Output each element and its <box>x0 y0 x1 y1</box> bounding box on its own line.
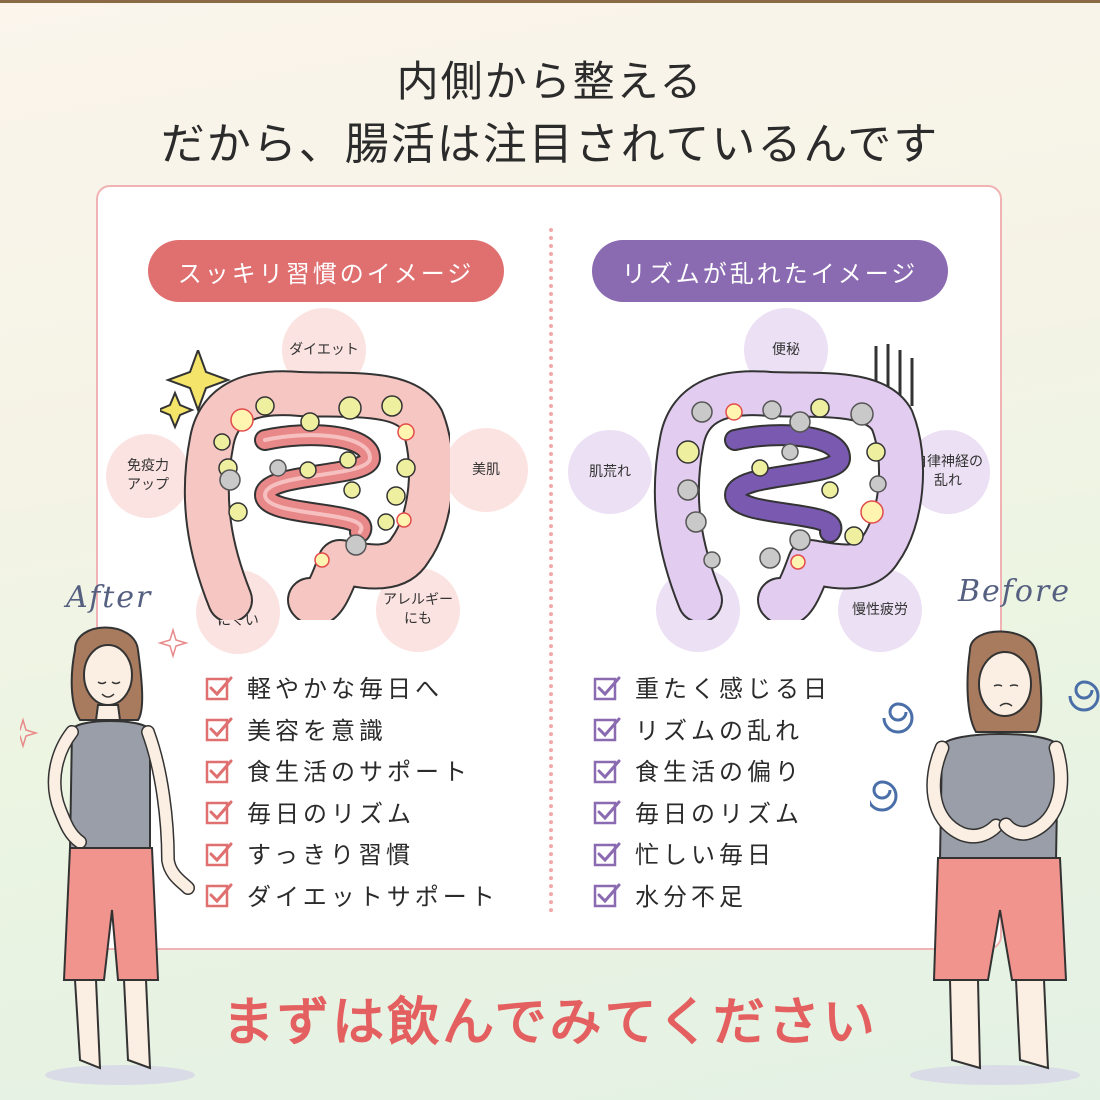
bubble-label: 免疫力 アップ <box>127 458 169 493</box>
bubble-label: アレルギー にも <box>383 592 453 627</box>
dotted-divider <box>549 228 553 913</box>
list-item-text: 食生活の偏り <box>635 758 803 787</box>
headline-line-1: 内側から整える <box>396 57 704 106</box>
list-item: 軽やかな毎日へ <box>205 666 499 708</box>
list-item-text: 毎日のリズム <box>247 799 415 828</box>
sparkle-icon <box>157 627 189 659</box>
checkbox-checked-icon <box>205 759 233 783</box>
list-item-text: 毎日のリズム <box>635 799 803 828</box>
list-item: すっきり習慣 <box>205 832 499 874</box>
sparkle-icon <box>160 390 195 430</box>
bubble-label: ダイエット <box>289 341 359 358</box>
top-border <box>0 0 1100 3</box>
checkbox-checked-icon <box>205 676 233 700</box>
bubble-skin-trouble: 肌荒れ <box>568 430 652 514</box>
bubble-skin: 美肌 <box>444 428 528 512</box>
list-item-text: 軽やかな毎日へ <box>247 675 443 704</box>
list-item: 毎日のリズム <box>205 791 499 833</box>
list-item: 食生活の偏り <box>593 749 831 791</box>
dizzy-swirl-icon <box>870 680 1100 812</box>
bubble-label: 肌荒れ <box>589 463 631 480</box>
checkbox-checked-icon <box>593 759 621 783</box>
after-label: After <box>66 580 153 615</box>
bubble-label: 美肌 <box>472 461 500 478</box>
list-item-text: 重たく感じる日 <box>635 675 831 704</box>
checkbox-checked-icon <box>205 842 233 866</box>
list-item-text: 忙しい毎日 <box>635 841 775 870</box>
healthy-intestine-illustration <box>160 350 450 620</box>
checkbox-checked-icon <box>593 676 621 700</box>
bubble-immunity: 免疫力 アップ <box>106 434 190 518</box>
checkbox-checked-icon <box>593 842 621 866</box>
checkbox-checked-icon <box>205 883 233 908</box>
bubble-label: 慢性疲労 <box>852 601 908 618</box>
before-label: Before <box>958 574 1072 609</box>
bubble-label: 自律神経の 乱れ <box>913 454 983 489</box>
woman-after-illustration <box>20 626 195 1085</box>
list-item: 忙しい毎日 <box>593 832 831 874</box>
headline-line-2: だから、腸活は注目されているんです <box>160 119 940 170</box>
checkbox-checked-icon <box>593 717 621 742</box>
sparkle-icon <box>165 350 231 413</box>
list-item-text: ダイエットサポート <box>247 882 499 911</box>
list-item: リズムの乱れ <box>593 708 831 750</box>
list-item: 食生活のサポート <box>205 749 499 791</box>
list-item-text: リズムの乱れ <box>635 716 803 745</box>
list-item-text: 美容を意識 <box>247 716 387 745</box>
list-item: 美容を意識 <box>205 708 499 750</box>
checkbox-checked-icon <box>205 717 233 742</box>
woman-before-illustration <box>870 630 1100 1085</box>
call-to-action-text: まずは飲んでみてください <box>222 992 878 1053</box>
left-heading-pill: スッキリ習慣のイメージ <box>148 240 504 302</box>
bubble-label: 便秘 <box>772 341 800 358</box>
list-item: 水分不足 <box>593 874 831 916</box>
list-item-text: すっきり習慣 <box>247 841 415 870</box>
checkbox-checked-icon <box>593 883 621 908</box>
disturbed-intestine-illustration <box>653 344 924 620</box>
list-item: 毎日のリズム <box>593 791 831 833</box>
disturbed-checklist: 重たく感じる日 リズムの乱れ 食生活の偏り 毎日のリズム 忙しい毎日 水分不足 <box>593 666 831 915</box>
checkbox-checked-icon <box>205 800 233 825</box>
right-heading-pill: リズムが乱れたイメージ <box>592 240 948 302</box>
list-item: ダイエットサポート <box>205 874 499 916</box>
list-item-text: 水分不足 <box>635 882 747 911</box>
list-item: 重たく感じる日 <box>593 666 831 708</box>
checkbox-checked-icon <box>593 800 621 825</box>
list-item-text: 食生活のサポート <box>247 758 471 787</box>
sparkle-icon <box>20 717 39 749</box>
healthy-checklist: 軽やかな毎日へ 美容を意識 食生活のサポート 毎日のリズム すっきり習慣 ダイエ… <box>205 666 499 915</box>
